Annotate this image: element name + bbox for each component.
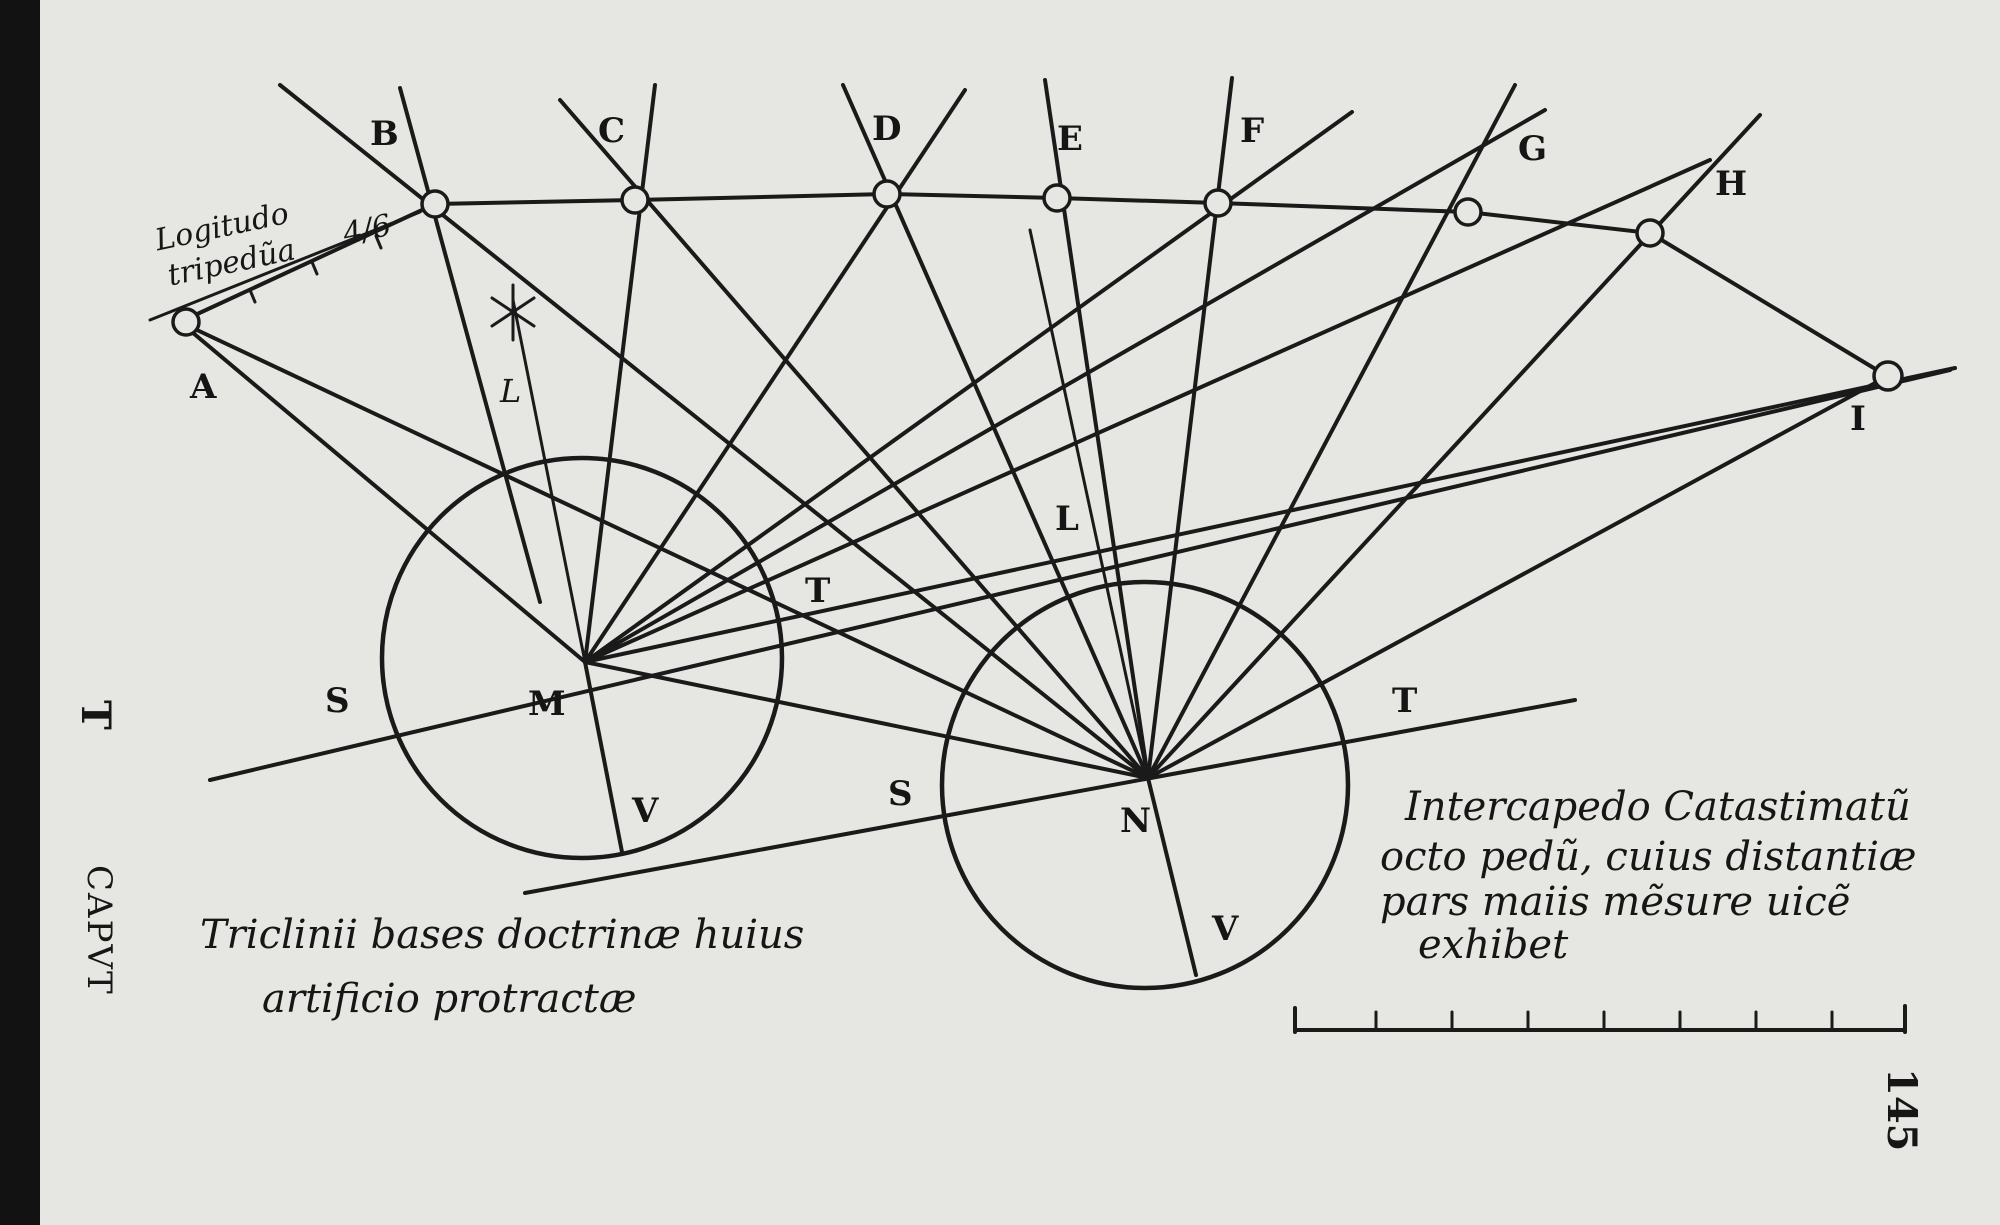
label-point-d: D [872, 109, 901, 149]
axis-st-left [208, 368, 1952, 782]
paper-background [40, 0, 2000, 1225]
label-left-s: S [325, 681, 350, 721]
table-circle-left [379, 455, 785, 861]
label-left-t: T [805, 571, 830, 611]
station-markers [171, 179, 1904, 392]
label-point-c: C [598, 111, 625, 151]
label-point-i: I [1850, 399, 1866, 439]
label-point-h: H [1715, 164, 1747, 204]
caption-left-line1: Triclinii bases doctrinæ huius [200, 912, 804, 958]
caption-right-line3: pars maiis mẽsure uicẽ [1380, 879, 1850, 925]
label-right-s: S [888, 774, 913, 814]
station-c [620, 185, 650, 215]
caption-left-line2: artificio protractæ [262, 976, 636, 1022]
label-left-m: M [528, 684, 566, 724]
table-circle-right [939, 579, 1351, 991]
label-right-l: L [1055, 499, 1079, 539]
margin-letter: T [72, 700, 119, 730]
page-number: 145 [1878, 1068, 1925, 1152]
station-i [1872, 360, 1904, 392]
caption-right-line4: exhibet [1418, 922, 1569, 968]
connector-mn [583, 660, 1150, 780]
label-right-t: T [1392, 681, 1417, 721]
radius-mv [583, 660, 624, 854]
station-d [872, 179, 902, 209]
length-scale-line [148, 210, 422, 322]
label-left-l: L [499, 372, 521, 410]
label-point-f: F [1240, 111, 1264, 151]
label-point-b: B [370, 114, 399, 154]
label-point-e: E [1057, 119, 1083, 159]
rays-to-center-m [178, 83, 1957, 664]
station-b [420, 189, 450, 219]
station-a [171, 307, 201, 337]
axis-st-right [523, 698, 1577, 895]
dark-binding-edge [0, 0, 40, 1225]
label-point-a: A [189, 367, 217, 407]
label-point-g: G [1518, 129, 1547, 169]
label-left-v: V [631, 791, 659, 831]
radius-nv [1146, 776, 1198, 977]
star-mark-icon [490, 283, 536, 342]
caption-right-line2: octo pedũ, cuius distantiæ [1380, 834, 1916, 880]
measurement-scale-bar [1293, 1004, 1907, 1034]
running-head: CAPVT [79, 865, 119, 996]
length-scale-ticks [248, 234, 383, 304]
station-g [1453, 197, 1483, 227]
label-right-v: V [1211, 909, 1239, 949]
label-right-n: N [1120, 801, 1151, 841]
station-f [1203, 188, 1233, 218]
caption-right-line1: Intercapedo Catastimatũ [1404, 784, 1911, 830]
station-h [1635, 218, 1665, 248]
station-e [1042, 183, 1072, 213]
